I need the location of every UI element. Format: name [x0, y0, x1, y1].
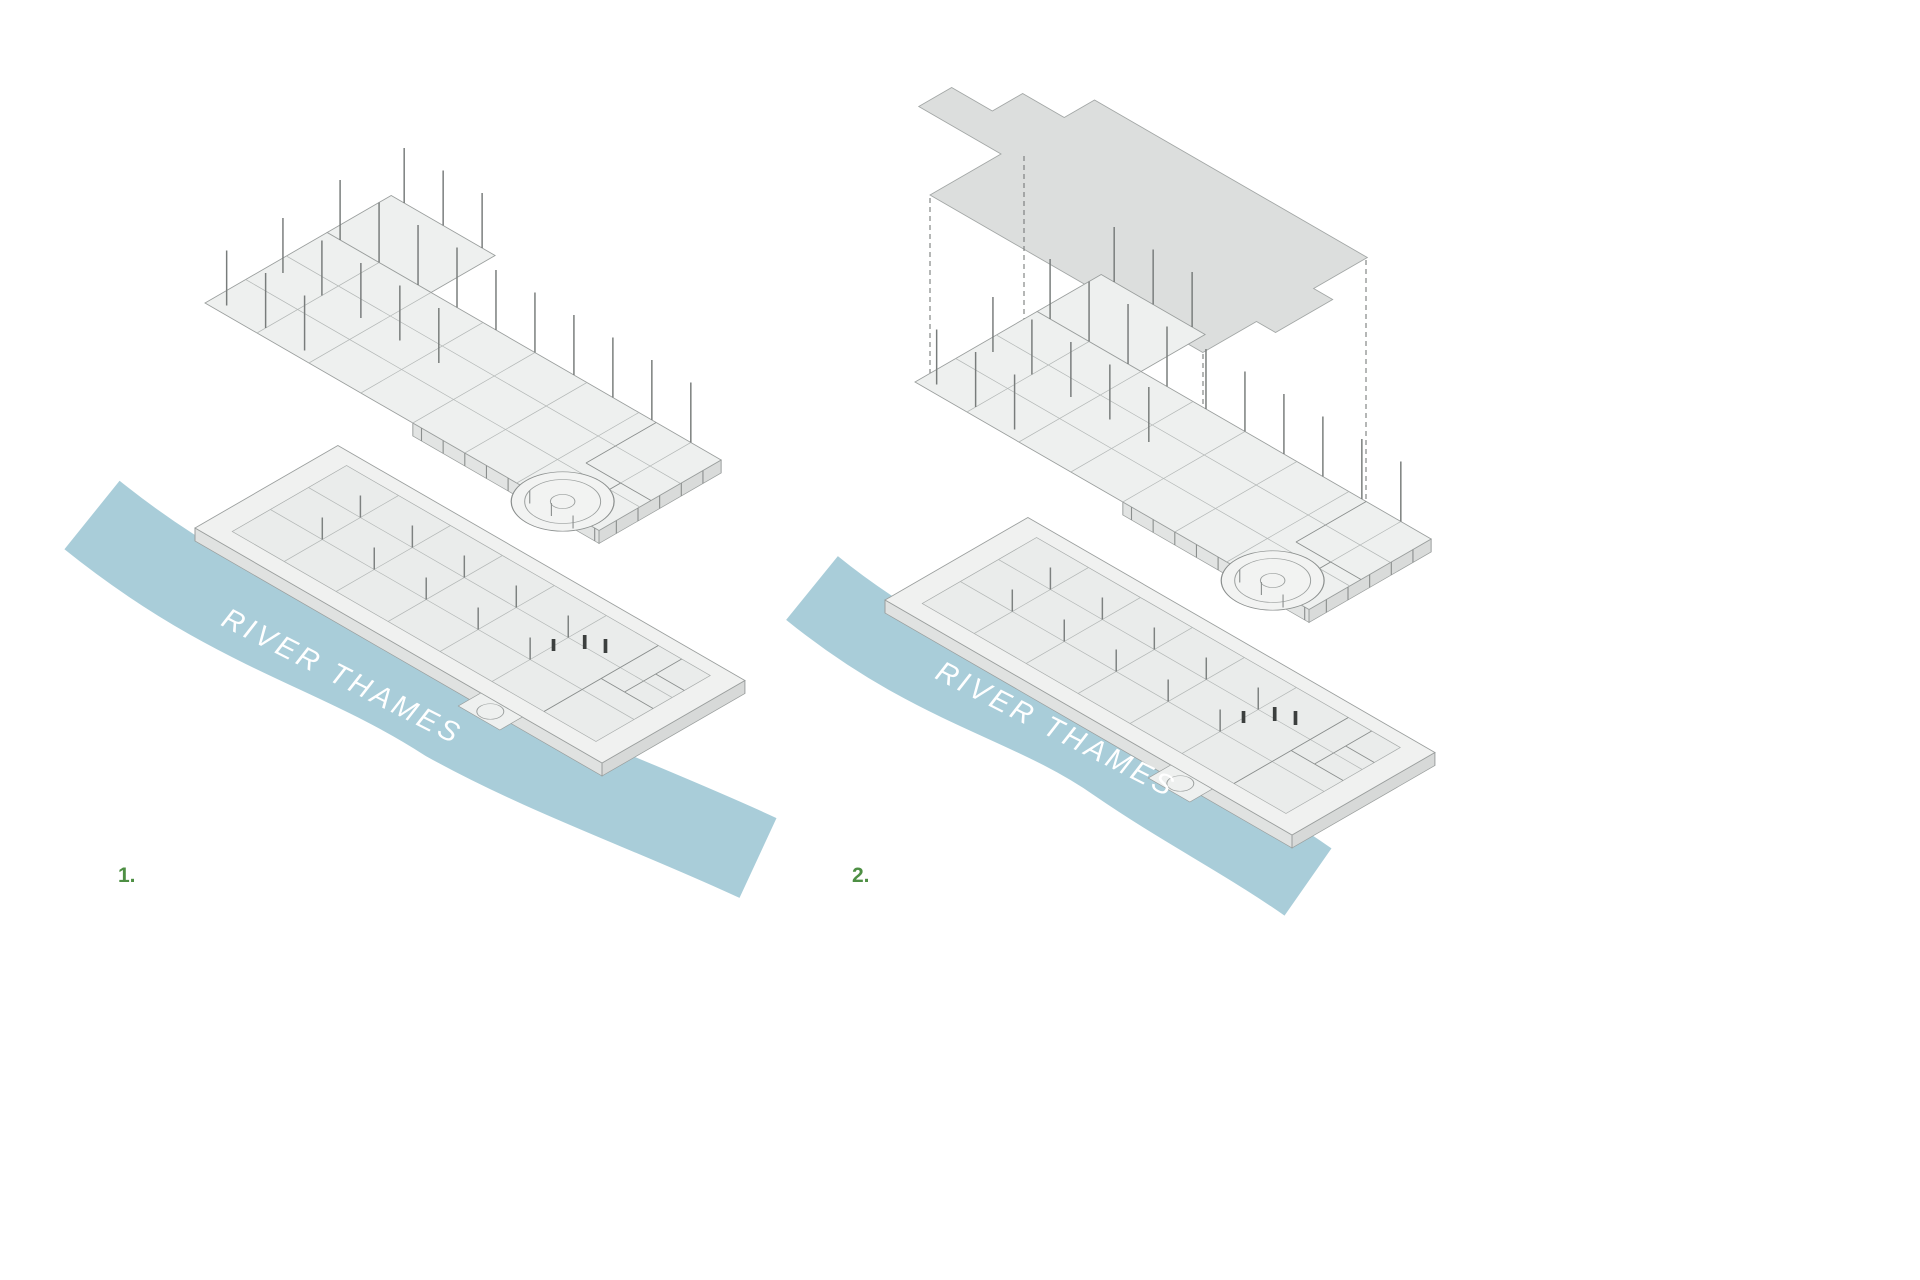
frame-structure	[135, 144, 845, 555]
figure-number-label: 1.	[118, 864, 136, 887]
figure-2: RIVER THAMES 2.	[786, 87, 1555, 916]
roof-plate	[917, 87, 1369, 353]
river-band	[64, 480, 777, 898]
figure-number-label: 2.	[852, 864, 870, 887]
river-band	[786, 556, 1332, 916]
projection-lines	[929, 156, 1367, 556]
figure-1: RIVER THAMES 1.	[64, 144, 845, 898]
roof-outline	[917, 87, 1369, 353]
